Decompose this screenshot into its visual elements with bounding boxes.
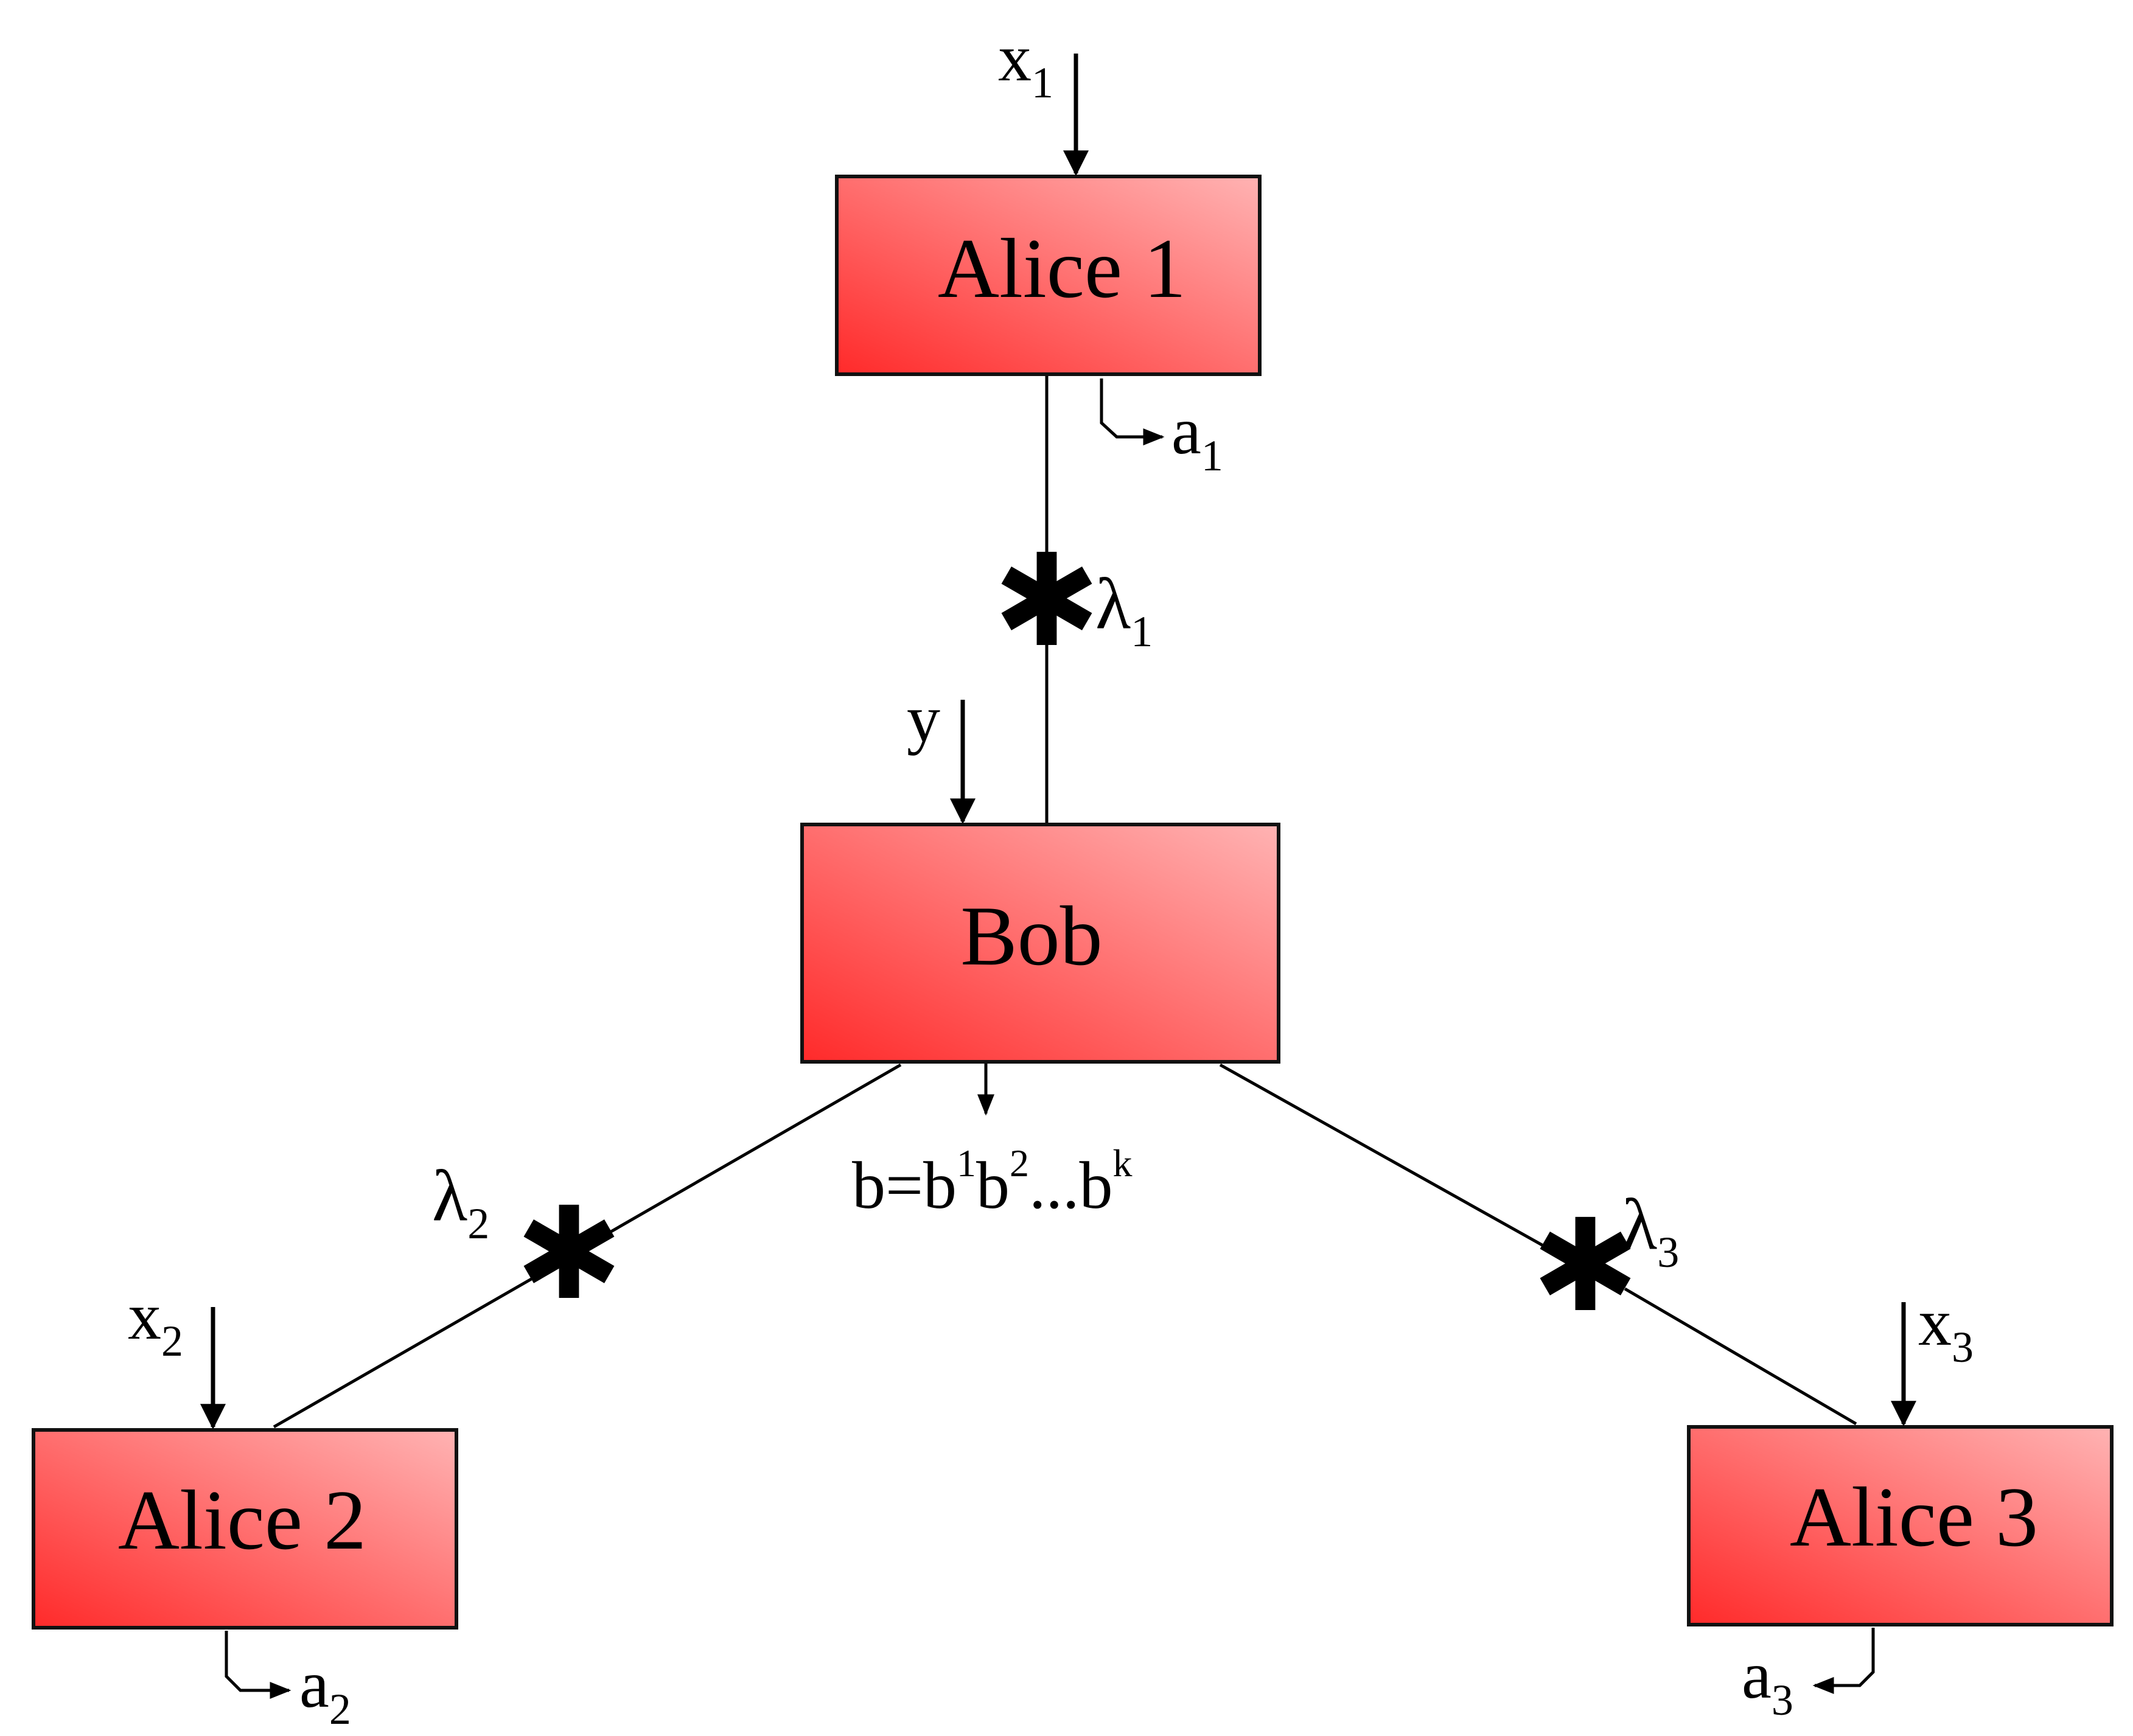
bob-box xyxy=(800,823,1280,1064)
alice2-label: Alice 2 xyxy=(118,1473,366,1567)
alice2-box xyxy=(32,1428,458,1630)
edge-source2-alice2 xyxy=(273,1275,537,1429)
alice3-node: Alice 3 xyxy=(1687,1425,2114,1626)
bob-output: b=b1b2...bk xyxy=(852,1064,1133,1222)
alice1-label: Alice 1 xyxy=(938,221,1186,316)
alice1-output-label: a1 xyxy=(1171,394,1223,480)
bob-label: Bob xyxy=(960,889,1102,983)
alice3-input: x3 xyxy=(1891,1285,1974,1427)
alice1-output-arrow xyxy=(1100,378,1165,445)
alice3-output-arrow xyxy=(1812,1628,1875,1694)
source-2-star-icon: ✱ xyxy=(515,1179,623,1328)
source-1-label: λ1 xyxy=(1095,563,1153,656)
source-2: ✱ λ2 xyxy=(432,1155,623,1328)
edges xyxy=(273,376,1857,1429)
alice2-output: a2 xyxy=(225,1631,351,1734)
alice1-output: a1 xyxy=(1100,378,1223,480)
source-2-label: λ2 xyxy=(432,1155,489,1248)
source-3-label: λ3 xyxy=(1622,1183,1679,1277)
alice1-input: x1 xyxy=(998,21,1089,176)
alice1-node: Alice 1 xyxy=(835,175,1262,376)
edge-source3-alice3 xyxy=(1624,1287,1857,1426)
alice3-label: Alice 3 xyxy=(1790,1470,2038,1564)
alice2-node: Alice 2 xyxy=(32,1428,458,1630)
source-3-star-icon: ✱ xyxy=(1532,1191,1639,1340)
alice3-output: a3 xyxy=(1742,1628,1875,1724)
bob-input: y xyxy=(907,682,976,824)
alice1-box xyxy=(835,175,1262,376)
alice1-input-label: x1 xyxy=(998,21,1053,107)
edge-bob-source3 xyxy=(1219,1063,1553,1252)
alice3-output-label: a3 xyxy=(1742,1638,1793,1724)
source-1: ✱ λ1 xyxy=(993,526,1153,675)
alice3-input-label: x3 xyxy=(1918,1285,1974,1372)
bob-input-label: y xyxy=(907,682,940,756)
alice2-output-arrow xyxy=(225,1631,291,1699)
edge-bob-source2 xyxy=(598,1063,902,1240)
alice2-input: x2 xyxy=(128,1279,226,1430)
alice2-output-label: a2 xyxy=(299,1647,351,1734)
bob-output-label: b=b1b2...bk xyxy=(852,1142,1133,1222)
alice3-box xyxy=(1687,1425,2114,1626)
alice2-input-label: x2 xyxy=(128,1279,183,1365)
bob-node: Bob xyxy=(800,823,1280,1064)
source-1-star-icon: ✱ xyxy=(993,526,1100,675)
source-3: ✱ λ3 xyxy=(1532,1183,1679,1340)
